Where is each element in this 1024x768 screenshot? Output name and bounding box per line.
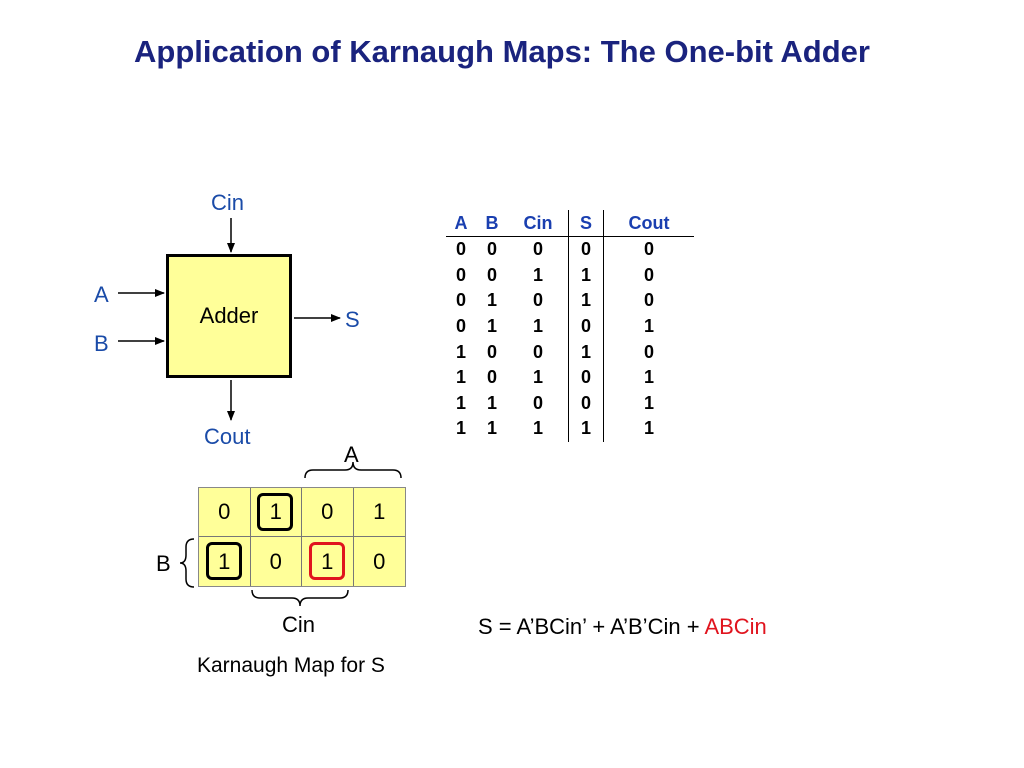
adder-cout-label: Cout xyxy=(204,424,251,449)
truth-table-cell: 1 xyxy=(643,367,654,388)
equation-highlight-term: ABCin xyxy=(704,614,767,639)
truth-table-cell: 1 xyxy=(455,367,466,388)
truth-table-cell: 1 xyxy=(486,290,497,311)
truth-table-cell: 1 xyxy=(568,262,604,289)
truth-table-cell: 0 xyxy=(486,367,497,388)
truth-table-cell: 1 xyxy=(455,341,466,362)
truth-table-cell: 0 xyxy=(643,341,654,362)
kmap-group-loop xyxy=(206,542,242,580)
kmap-cin-label: Cin xyxy=(282,612,316,637)
truth-table-cell: 0 xyxy=(532,239,543,260)
kmap-cell: 0 xyxy=(199,488,251,537)
kmap-cell: 1 xyxy=(199,537,251,586)
truth-table-cell: 0 xyxy=(486,239,497,260)
kmap-group-loop xyxy=(257,493,293,531)
page-title: Application of Karnaugh Maps: The One-bi… xyxy=(134,34,870,69)
truth-table-cell: 0 xyxy=(568,236,604,263)
truth-table-cell: 0 xyxy=(486,341,497,362)
karnaugh-map: 0 1 0 1 1 0 1 0 xyxy=(198,487,406,587)
header-b: B xyxy=(476,210,508,237)
truth-table-cell: 0 xyxy=(568,364,604,391)
truth-table-cell: 1 xyxy=(486,392,497,413)
truth-table-cell: 1 xyxy=(532,316,543,337)
truth-table-cell: 1 xyxy=(486,316,497,337)
truth-table-cell: 0 xyxy=(455,290,466,311)
kmap-caption: Karnaugh Map for S xyxy=(197,654,385,677)
brace-cin xyxy=(251,589,349,607)
truth-table-cell: 1 xyxy=(643,316,654,337)
kmap-group-loop-highlight xyxy=(309,542,345,580)
truth-table-cell: 1 xyxy=(532,367,543,388)
truth-table-cell: 1 xyxy=(568,416,604,442)
truth-table-cell: 0 xyxy=(532,290,543,311)
truth-table-cell: 0 xyxy=(643,264,654,285)
truth-table-cell: 1 xyxy=(532,418,543,439)
truth-table-cell: 0 xyxy=(568,390,604,417)
header-cout: Cout xyxy=(603,210,694,237)
truth-table-cell: 1 xyxy=(568,288,604,314)
kmap-cell: 1 xyxy=(302,537,354,586)
kmap-cell: 0 xyxy=(251,537,302,586)
truth-table-cell: 0 xyxy=(455,316,466,337)
truth-table-cell: 0 xyxy=(643,239,654,260)
truth-table-cell: 0 xyxy=(455,264,466,285)
equation-terms: S = A’BCin’ + A’B’Cin + xyxy=(478,614,705,639)
truth-table-cell: 1 xyxy=(568,339,604,365)
truth-table-cell: 0 xyxy=(532,392,543,413)
adder-a-label: A xyxy=(94,282,109,307)
header-a: A xyxy=(446,210,476,237)
truth-table-cell: 1 xyxy=(486,418,497,439)
truth-table-cell: 1 xyxy=(643,418,654,439)
truth-table-cell: 0 xyxy=(486,264,497,285)
truth-table-cell: 1 xyxy=(455,392,466,413)
truth-table-cell: 0 xyxy=(568,313,604,340)
adder-block: Adder xyxy=(166,254,292,378)
kmap-cell: 1 xyxy=(250,488,302,537)
kmap-a-label: A xyxy=(344,442,359,467)
truth-table-cell: 0 xyxy=(455,239,466,260)
kmap-b-label: B xyxy=(156,551,171,576)
kmap-cell: 0 xyxy=(373,548,386,574)
truth-table-cell: 1 xyxy=(532,264,543,285)
truth-table-cell: 0 xyxy=(532,341,543,362)
truth-table-cell: 1 xyxy=(455,418,466,439)
adder-s-label: S xyxy=(345,307,360,332)
truth-table-cell: 0 xyxy=(643,290,654,311)
header-s: S xyxy=(568,210,604,237)
header-cin: Cin xyxy=(508,210,569,237)
brace-b xyxy=(179,538,195,588)
adder-cin-label: Cin xyxy=(211,190,245,215)
truth-table-cell: 1 xyxy=(643,392,654,413)
sum-equation: S = A’BCin’ + A’B’Cin + ABCin xyxy=(478,614,767,640)
adder-b-label: B xyxy=(94,331,109,356)
kmap-cell: 0 xyxy=(302,488,354,537)
kmap-cell: 1 xyxy=(353,488,405,537)
truth-table-header: A B Cin S Cout xyxy=(446,210,694,237)
